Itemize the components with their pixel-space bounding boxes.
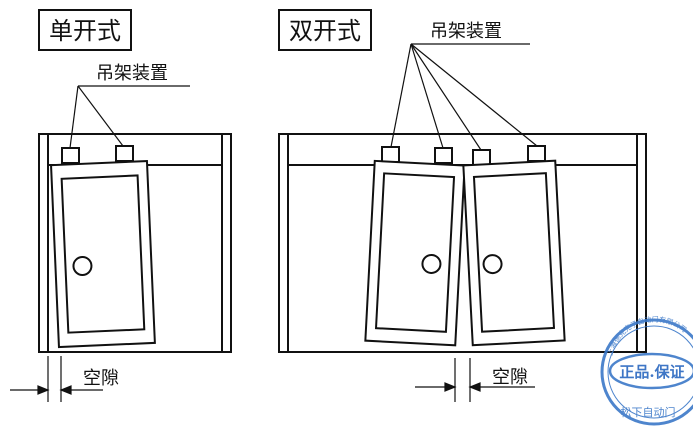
double-gap-dimension <box>415 358 535 402</box>
seal-center-text: 正品.保证 <box>619 363 684 381</box>
double-door-left-panel <box>364 159 466 347</box>
single-hanger-label: 吊架装置 <box>96 63 168 84</box>
authenticity-seal: 正品.保证 上海德克克子自动门有限公司 松下自动门 <box>600 315 693 426</box>
single-hanger-block-1 <box>61 147 80 164</box>
single-door-panel <box>49 159 156 349</box>
double-door-left-knob <box>421 253 442 274</box>
double-hanger-leader-3 <box>410 43 482 151</box>
single-title: 单开式 <box>49 17 121 45</box>
double-hanger-block-1 <box>381 146 400 163</box>
double-hanger-leader-2 <box>410 43 444 149</box>
double-door-right-knob <box>482 254 503 275</box>
single-door-diagram: 单开式 吊架装置 空隙 <box>10 9 232 402</box>
double-hanger-block-3 <box>472 149 491 166</box>
single-hanger-leader-2 <box>77 85 124 147</box>
double-hanger-leader-1 <box>390 43 412 148</box>
double-door-right-panel <box>462 159 566 347</box>
single-hanger-leader-1 <box>69 85 79 149</box>
single-title-box <box>38 9 132 51</box>
double-hanger-block-2 <box>434 147 453 164</box>
single-hanger-block-2 <box>115 145 134 162</box>
double-hanger-block-4 <box>527 145 546 162</box>
single-door-knob <box>72 255 93 276</box>
double-hanger-leader-4 <box>410 43 538 147</box>
double-door-diagram: 双开式 吊架装置 <box>278 9 647 402</box>
seal-bottom-text: 松下自动门 <box>621 405 676 419</box>
double-title: 双开式 <box>289 17 361 45</box>
double-hanger-label: 吊架装置 <box>430 21 502 42</box>
single-gap-dimension <box>10 356 103 402</box>
single-gap-label: 空隙 <box>83 368 119 389</box>
double-gap-label: 空隙 <box>492 367 528 388</box>
double-title-box <box>278 9 372 51</box>
